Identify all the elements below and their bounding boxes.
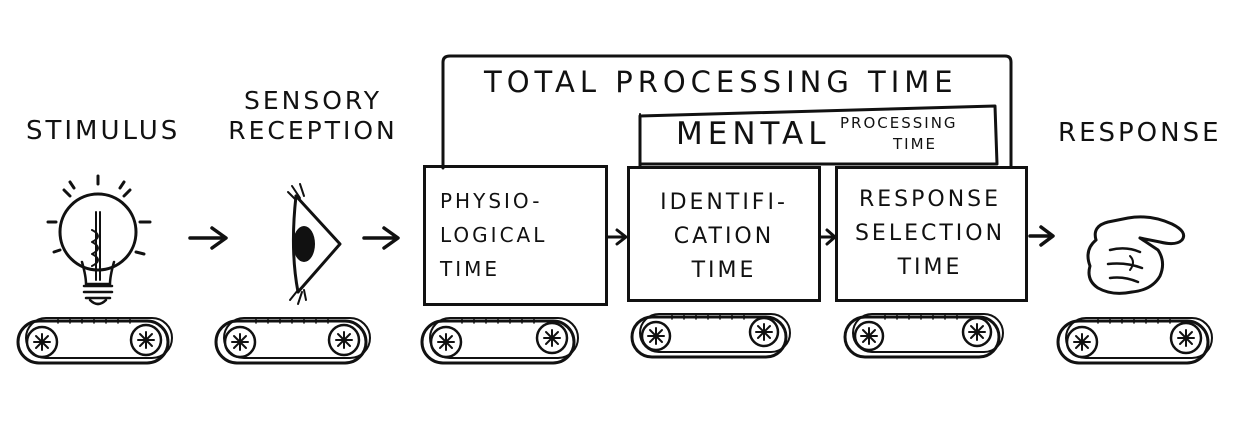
- arrow-right-icon: [188, 226, 228, 250]
- stage-text-physiological: PHYSIO- LOGICAL TIME: [440, 189, 548, 281]
- stimulus-label: STIMULUS: [26, 116, 181, 146]
- arrow-right-icon: [1028, 225, 1055, 247]
- mental-label: MENTAL: [676, 116, 831, 152]
- conveyor-belt-icon: [214, 317, 371, 365]
- stage-text-identification: IDENTIFI- CATION TIME: [660, 190, 788, 283]
- total-processing-time-label: TOTAL PROCESSING TIME: [484, 65, 958, 99]
- conveyor-belt-icon: [16, 317, 173, 365]
- conveyor-belt-icon: [420, 317, 579, 365]
- total-processing-bracket: [441, 54, 1013, 170]
- arrow-right-icon: [362, 226, 400, 250]
- pointing-hand-icon: [1086, 215, 1186, 295]
- response-label: RESPONSE: [1058, 118, 1222, 148]
- sensory-label-line2: RECEPTION: [228, 116, 398, 145]
- stage-box-physiological: [423, 165, 608, 306]
- conveyor-belt-icon: [1056, 317, 1213, 365]
- stage-box-identification: [627, 166, 821, 302]
- mental-time-label: TIME: [893, 135, 938, 153]
- stage-text-response-selection: RESPONSE SELECTION TIME: [854, 187, 1006, 280]
- arrow-right-icon: [819, 228, 837, 246]
- conveyor-belt-icon: [843, 313, 1004, 359]
- processing-label: PROCESSING: [840, 114, 958, 132]
- sensory-label-line1: SENSORY: [244, 86, 382, 115]
- arrow-right-icon: [606, 228, 628, 246]
- lightbulb-icon: [46, 174, 152, 306]
- stage-box-response-selection: [835, 166, 1028, 302]
- eye-icon: [287, 183, 342, 305]
- conveyor-belt-icon: [630, 313, 791, 359]
